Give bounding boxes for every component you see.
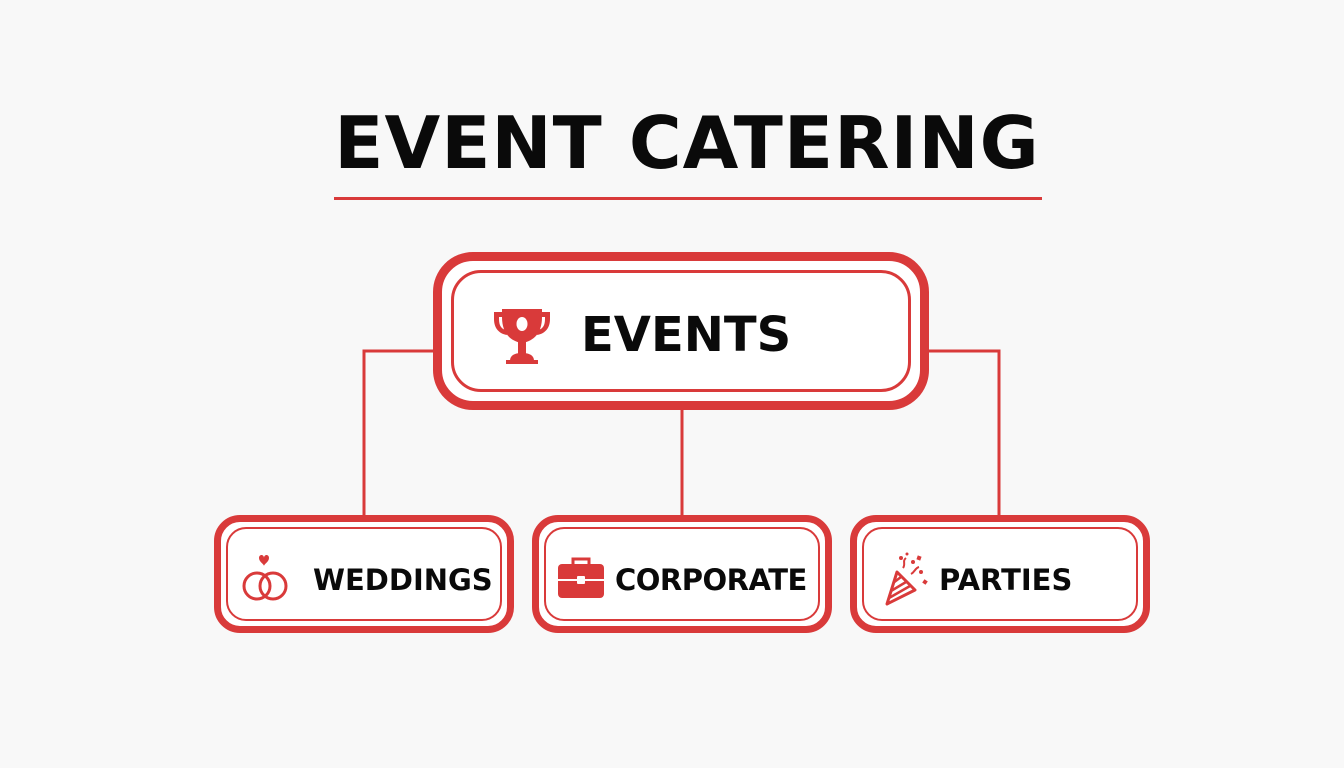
trophy-icon [494, 309, 550, 364]
child-node-inner-border [226, 527, 502, 621]
root-node-inner-border [451, 270, 911, 392]
connector-to-parties [928, 349, 1001, 516]
child-node-inner-border [862, 527, 1138, 621]
child-node-corporate: CORPORATE [532, 515, 832, 633]
connector-to-weddings [362, 349, 434, 516]
root-node-events: EVENTS [433, 252, 929, 410]
diagram-title: EVENT CATERING [334, 101, 1040, 185]
child-label-parties: PARTIES [939, 563, 1073, 597]
child-label-corporate: CORPORATE [615, 563, 807, 597]
title-underline [334, 197, 1042, 200]
root-label: EVENTS [581, 307, 792, 363]
child-node-parties: PARTIES [850, 515, 1150, 633]
briefcase-icon [558, 557, 604, 598]
child-node-weddings: WEDDINGS [214, 515, 514, 633]
wedding-rings-icon [242, 555, 288, 601]
party-popper-icon [885, 552, 928, 606]
child-node-inner-border [544, 527, 820, 621]
child-label-weddings: WEDDINGS [313, 563, 493, 597]
